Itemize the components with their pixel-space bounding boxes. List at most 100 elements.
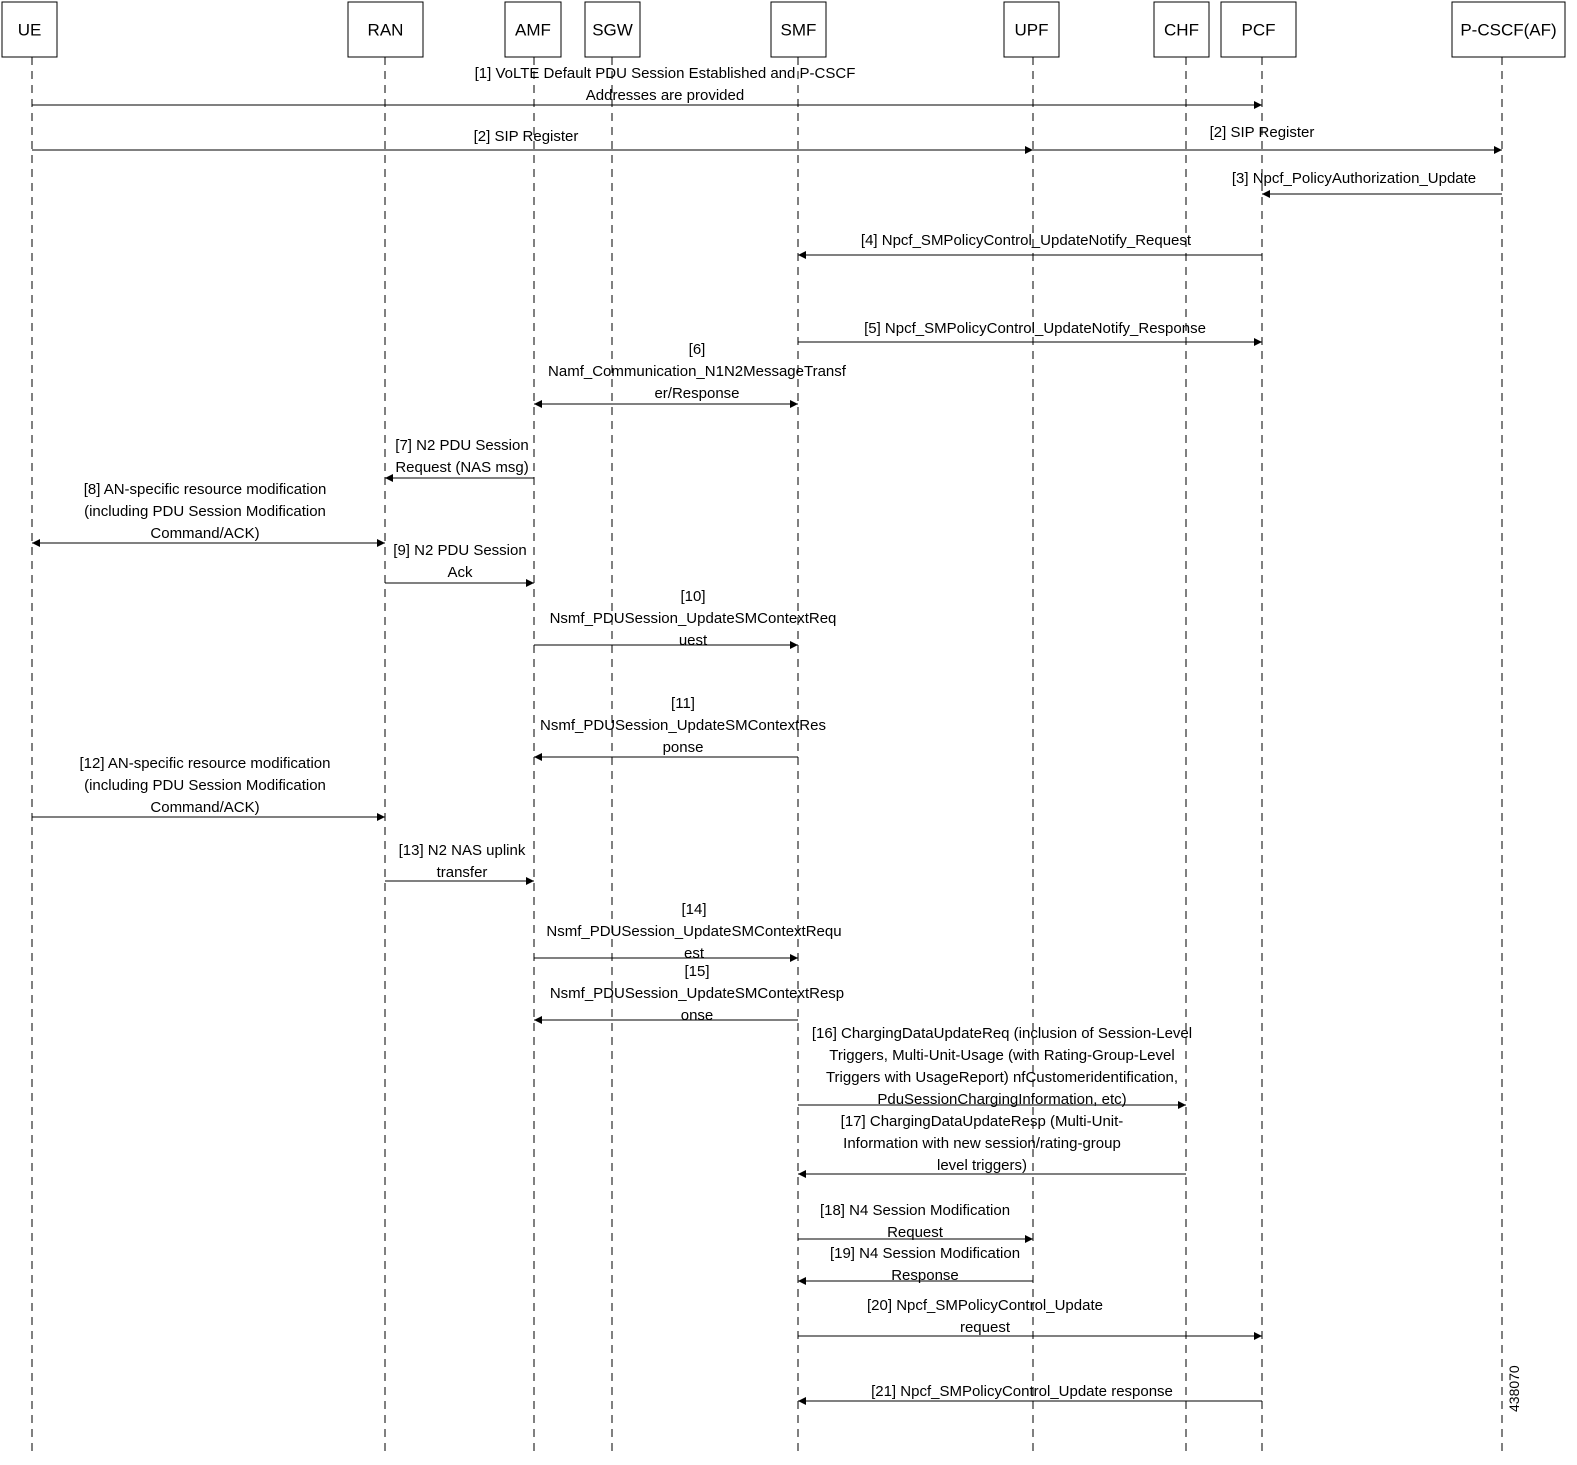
message-label-11: uest: [679, 632, 708, 649]
participant-sgw: SGW: [584, 1, 641, 58]
message-label-17: Triggers, Multi-Unit-Usage (with Rating-…: [829, 1047, 1174, 1064]
participant-smf: SMF: [770, 1, 827, 58]
message-label-12: Nsmf_PDUSession_UpdateSMContextRes: [540, 717, 826, 734]
message-label-17: [16] ChargingDataUpdateReq (inclusion of…: [812, 1025, 1192, 1042]
message-label-10: [9] N2 PDU Session: [393, 542, 526, 559]
message-label-9: Command/ACK): [150, 525, 259, 542]
message-4: [3] Npcf_PolicyAuthorization_Update: [1232, 170, 1502, 198]
message-label-3: [2] SIP Register: [1210, 124, 1315, 141]
lifelines: [31, 57, 1503, 1455]
message-label-11: [10]: [680, 588, 705, 605]
participant-label-ran: RAN: [368, 21, 404, 40]
message-1: [1] VoLTE Default PDU Session Establishe…: [32, 65, 1262, 109]
message-label-7: Namf_Communication_N1N2MessageTransf: [548, 363, 847, 380]
participant-box-ue: [1, 1, 58, 58]
message-label-1: [1] VoLTE Default PDU Session Establishe…: [475, 65, 856, 82]
message-label-5: [4] Npcf_SMPolicyControl_UpdateNotify_Re…: [861, 232, 1192, 249]
message-label-9: (including PDU Session Modification: [84, 503, 326, 520]
message-label-12: [11]: [671, 695, 695, 712]
message-label-22: [21] Npcf_SMPolicyControl_Update respons…: [871, 1383, 1173, 1400]
message-label-11: Nsmf_PDUSession_UpdateSMContextReq: [550, 610, 837, 627]
participant-upf: UPF: [1003, 1, 1060, 58]
message-label-13: Command/ACK): [150, 799, 259, 816]
message-label-18: Information with new session/rating-grou…: [843, 1135, 1121, 1152]
message-11: [10] Nsmf_PDUSession_UpdateSMContextReque…: [534, 588, 836, 649]
participant-chf: CHF: [1153, 1, 1210, 58]
message-label-14: transfer: [437, 864, 488, 881]
participant-box-upf: [1003, 1, 1060, 58]
participant-label-amf: AMF: [515, 21, 551, 40]
message-12: [11] Nsmf_PDUSession_UpdateSMContextRespo…: [534, 695, 826, 761]
message-label-14: [13] N2 NAS uplink: [399, 842, 526, 859]
message-15: [14] Nsmf_PDUSession_UpdateSMContextReque…: [534, 901, 842, 962]
message-label-7: er/Response: [654, 385, 739, 402]
message-label-20: [19] N4 Session Modification: [830, 1245, 1020, 1262]
message-label-16: [15]: [684, 963, 709, 980]
message-label-9: [8] AN-specific resource modification: [84, 481, 327, 498]
message-label-10: Ack: [447, 564, 473, 581]
participant-box-pcf: [1220, 1, 1297, 58]
message-label-7: [6]: [689, 341, 706, 358]
message-14: [13] N2 NAS uplink transfer: [385, 842, 534, 885]
participant-label-sgw: SGW: [592, 21, 633, 40]
participant-label-smf: SMF: [781, 21, 817, 40]
participant-label-pcf: PCF: [1242, 21, 1276, 40]
message-label-8: [7] N2 PDU Session: [395, 437, 528, 454]
participant-ue: UE: [1, 1, 58, 58]
message-label-17: Triggers with UsageReport) nfCustomeride…: [826, 1069, 1178, 1086]
message-label-18: [17] ChargingDataUpdateResp (Multi-Unit-: [841, 1113, 1124, 1130]
participant-boxes: UE RAN AMF SGW SMF UPF CHF PCF P-CSCF(AF): [1, 1, 1566, 58]
message-9: [8] AN-specific resource modification (in…: [32, 481, 385, 547]
message-label-15: Nsmf_PDUSession_UpdateSMContextRequ: [546, 923, 841, 940]
participant-label-chf: CHF: [1164, 21, 1199, 40]
message-18: [17] ChargingDataUpdateResp (Multi-Unit-…: [798, 1113, 1186, 1178]
participant-ran: RAN: [347, 1, 424, 58]
participant-box-pcscf: [1451, 1, 1566, 58]
message-label-18: level triggers): [937, 1157, 1027, 1174]
message-label-8: Request (NAS msg): [395, 459, 528, 476]
participant-label-upf: UPF: [1015, 21, 1049, 40]
message-label-12: ponse: [663, 739, 704, 756]
message-3: [2] SIP Register: [1033, 124, 1502, 154]
message-label-15: [14]: [681, 901, 706, 918]
message-6: [5] Npcf_SMPolicyControl_UpdateNotify_Re…: [798, 320, 1262, 346]
message-7: [6] Namf_Communication_N1N2MessageTransfe…: [534, 341, 847, 408]
message-2: [2] SIP Register: [32, 128, 1033, 154]
message-label-19: Request: [887, 1224, 944, 1241]
message-label-13: (including PDU Session Modification: [84, 777, 326, 794]
participant-box-chf: [1153, 1, 1210, 58]
message-16: [15] Nsmf_PDUSession_UpdateSMContextRespo…: [534, 963, 844, 1024]
participant-box-ran: [347, 1, 424, 58]
message-label-16: onse: [681, 1007, 714, 1024]
message-label-17: PduSessionChargingInformation, etc): [877, 1091, 1126, 1108]
message-5: [4] Npcf_SMPolicyControl_UpdateNotify_Re…: [798, 232, 1262, 259]
message-22: [21] Npcf_SMPolicyControl_Update respons…: [798, 1383, 1262, 1405]
participant-box-sgw: [584, 1, 641, 58]
participant-box-smf: [770, 1, 827, 58]
message-label-13: [12] AN-specific resource modification: [80, 755, 331, 772]
figure-id: 438070: [1506, 1365, 1522, 1412]
message-17: [16] ChargingDataUpdateReq (inclusion of…: [798, 1025, 1192, 1109]
message-label-15: est: [684, 945, 705, 962]
message-label-2: [2] SIP Register: [474, 128, 579, 145]
participant-amf: AMF: [504, 1, 562, 58]
participant-label-pcscf: P-CSCF(AF): [1460, 21, 1556, 40]
message-label-1: Addresses are provided: [586, 87, 744, 104]
message-label-16: Nsmf_PDUSession_UpdateSMContextResp: [550, 985, 844, 1002]
message-label-4: [3] Npcf_PolicyAuthorization_Update: [1232, 170, 1476, 187]
messages: [1] VoLTE Default PDU Session Establishe…: [32, 65, 1502, 1405]
participant-label-ue: UE: [18, 21, 42, 40]
participant-box-amf: [504, 1, 562, 58]
participant-pcf: PCF: [1220, 1, 1297, 58]
participant-pcscf: P-CSCF(AF): [1451, 1, 1566, 58]
message-label-19: [18] N4 Session Modification: [820, 1202, 1010, 1219]
message-label-6: [5] Npcf_SMPolicyControl_UpdateNotify_Re…: [864, 320, 1206, 337]
message-label-21: request: [960, 1319, 1011, 1336]
message-label-20: Response: [891, 1267, 959, 1284]
